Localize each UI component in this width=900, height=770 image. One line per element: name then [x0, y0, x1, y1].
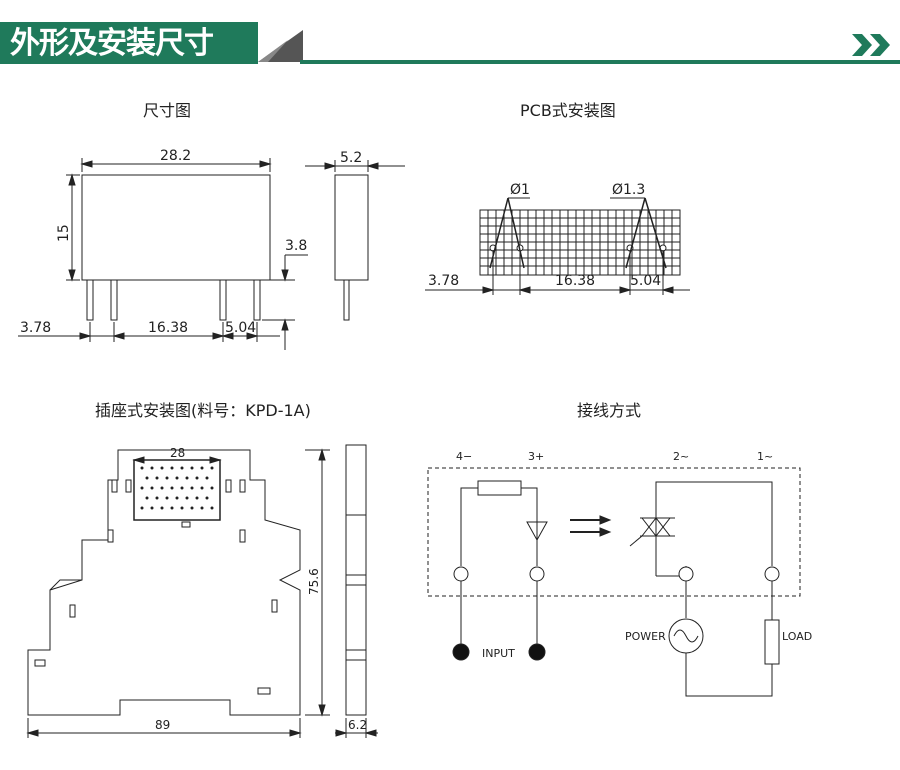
dim-pin-c-label: 5.04 — [225, 320, 256, 336]
socket-drawing: 28 75.6 89 6.2 — [26, 444, 378, 738]
dim-depth-label: 5.2 — [340, 150, 362, 166]
load-label: LOAD — [782, 630, 812, 643]
input-terminal-pos — [528, 643, 546, 661]
dim-pin-a-label: 3.78 — [20, 320, 51, 336]
double-chevron-right-icon — [852, 34, 890, 56]
hole-b-label: Ø1.3 — [612, 182, 645, 198]
dim-height-label: 15 — [56, 224, 72, 242]
relay-body-front — [81, 174, 271, 281]
socket-title: 插座式安装图(料号：KPD-1A) — [95, 401, 311, 420]
wiring-title: 接线方式 — [577, 401, 642, 420]
socket-width-label: 89 — [155, 718, 170, 732]
wiring-diagram: 4− 3+ 2~ 1~ INPUT POWER LOAD — [427, 450, 812, 697]
pcb-dim-b-label: 16.38 — [555, 273, 595, 289]
socket-dot-pattern — [140, 466, 214, 510]
input-terminal-neg — [452, 643, 470, 661]
hole-a-label: Ø1 — [510, 182, 530, 198]
pin3-label: 3+ — [528, 450, 544, 463]
pin4-label: 4− — [456, 450, 472, 463]
pin1-label: 1~ — [757, 450, 773, 463]
pcb-dim-a-label: 3.78 — [428, 273, 459, 289]
header-slant-decoration — [258, 30, 303, 62]
power-label: POWER — [625, 630, 666, 643]
dim-width-label: 28.2 — [160, 148, 191, 164]
input-label: INPUT — [482, 647, 515, 660]
pcb-dim-c-label: 5.04 — [630, 273, 661, 289]
header-underline — [300, 60, 900, 64]
input-resistor — [477, 480, 522, 496]
page-title: 外形及安装尺寸 — [10, 26, 214, 61]
dimension-drawing: 28.2 15 3.8 3.78 16.38 5.04 5.2 — [18, 148, 405, 350]
relay-body-side — [334, 174, 369, 281]
socket-relay-top — [133, 459, 221, 521]
header-bar — [0, 22, 258, 64]
socket-depth-label: 6.2 — [348, 718, 367, 732]
dimension-title: 尺寸图 — [143, 101, 192, 120]
dim-pin-length-label: 3.8 — [285, 238, 307, 254]
pcb-title: PCB式安装图 — [520, 101, 616, 120]
dim-pin-b-label: 16.38 — [148, 320, 188, 336]
pcb-grid — [479, 209, 681, 276]
socket-outline — [27, 449, 301, 716]
socket-height-label: 75.6 — [307, 568, 321, 595]
pcb-drawing: Ø1 Ø1.3 3.78 16.38 5.04 — [425, 182, 690, 295]
load-resistor — [764, 619, 780, 665]
pin2-label: 2~ — [673, 450, 689, 463]
relay-boundary — [427, 467, 801, 597]
socket-top-width-label: 28 — [170, 446, 185, 460]
socket-side-view — [345, 444, 367, 716]
